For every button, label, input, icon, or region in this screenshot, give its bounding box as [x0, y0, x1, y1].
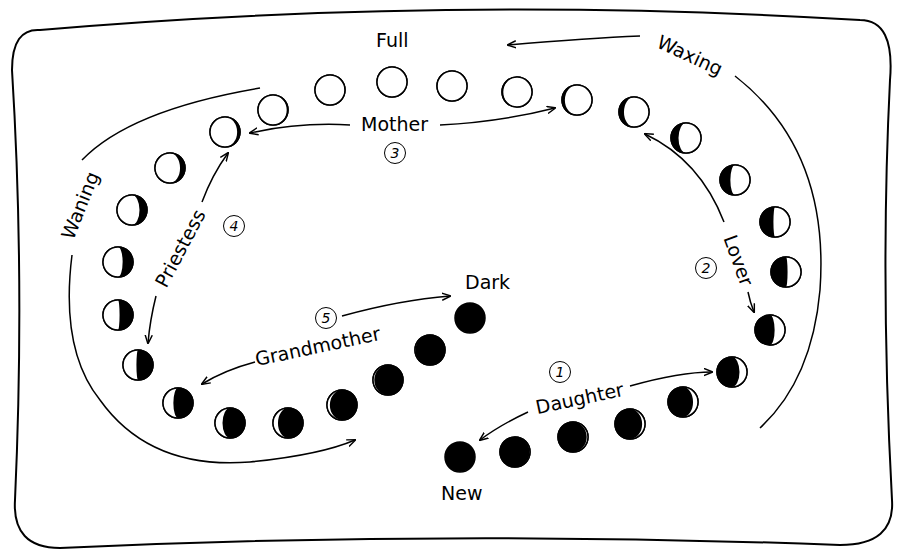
full-arrow — [508, 36, 640, 45]
moon-phase — [445, 442, 475, 472]
moon-phase — [215, 408, 245, 438]
moon-phase — [755, 315, 785, 345]
waxing-line — [735, 76, 821, 428]
leader-arrow — [748, 292, 754, 312]
moon-phase — [615, 409, 645, 439]
waning-line — [82, 88, 260, 160]
moon-phase — [558, 422, 588, 452]
leader-arrow — [148, 296, 156, 343]
wavy-border — [12, 10, 892, 548]
moon-phase — [500, 437, 530, 467]
moon-phase — [327, 390, 357, 420]
moon-phase — [117, 195, 147, 225]
moon-phase — [155, 153, 185, 183]
moon-phase — [717, 357, 747, 387]
phase-label: New — [441, 483, 482, 504]
moon-phase — [671, 123, 701, 153]
stage-label: Priestess — [151, 206, 209, 291]
callout-number: 3 — [384, 142, 406, 164]
moon-phase — [720, 165, 750, 195]
moon-phase — [163, 388, 193, 418]
phase-label: Dark — [465, 272, 510, 293]
leader-arrow — [342, 296, 450, 316]
moon-phase — [415, 335, 445, 365]
moon-phase — [502, 77, 532, 107]
moon-phase — [668, 387, 698, 417]
moon-phase — [619, 97, 649, 127]
moon-phase — [273, 408, 303, 438]
phase-label: Waning — [57, 169, 103, 242]
leader-arrow — [630, 372, 712, 386]
moon-phase — [437, 71, 467, 101]
leader-arrow — [250, 124, 350, 133]
phase-label: Full — [376, 30, 409, 51]
leader-arrow — [202, 153, 228, 202]
moon-phase — [455, 303, 485, 333]
waning-line — [69, 255, 355, 463]
moon-phase — [377, 67, 407, 97]
stage-label: Lover — [719, 232, 757, 289]
moon-phase — [103, 300, 133, 330]
phase-label: Waxing — [654, 31, 726, 79]
callout-number: 5 — [315, 307, 337, 329]
moon-phase — [103, 247, 133, 277]
moon-phase — [123, 350, 153, 380]
moon-phase — [771, 257, 801, 287]
moon-phase — [760, 207, 790, 237]
moon-phase — [315, 75, 345, 105]
leader-arrow — [480, 412, 528, 440]
stage-label: Daughter — [534, 379, 626, 418]
moon-phase — [258, 95, 288, 125]
moon-phase — [373, 365, 403, 395]
stage-label: Grandmother — [253, 323, 382, 370]
moon-phase — [210, 117, 240, 147]
moon-phase — [562, 85, 592, 115]
leader-arrow — [440, 108, 555, 125]
leader-arrow — [202, 362, 255, 384]
stage-label: Mother — [361, 114, 428, 135]
callout-number: 4 — [223, 215, 245, 237]
callout-number: 2 — [695, 257, 717, 279]
callout-number: 1 — [549, 361, 571, 383]
